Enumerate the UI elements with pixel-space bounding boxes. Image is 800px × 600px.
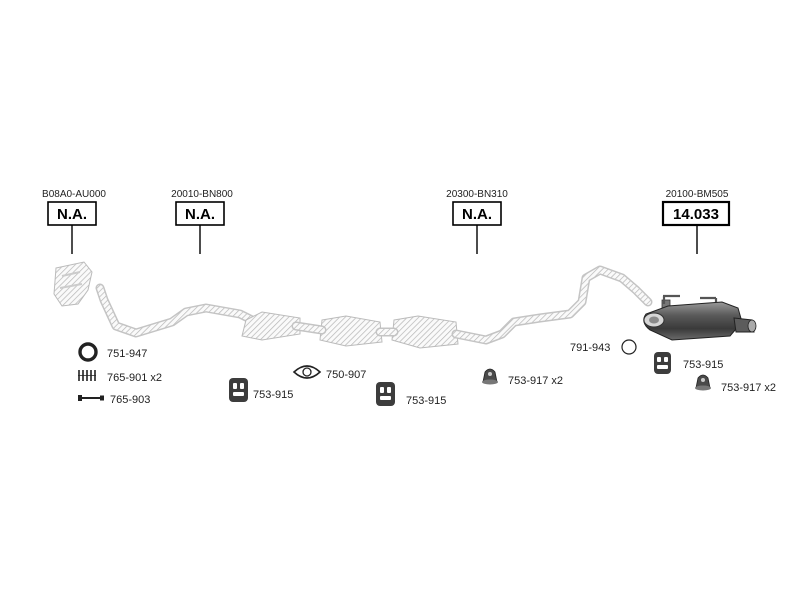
part-label: 753-917 x2 (508, 375, 563, 387)
part-rubber-mount-a[interactable]: 753-917 x2 (482, 368, 563, 387)
callout-value: N.A. (185, 206, 215, 223)
part-label: 765-901 x2 (107, 372, 162, 384)
part-label: 753-917 x2 (721, 382, 776, 394)
hanger-icon (376, 382, 395, 406)
part-label: 751-947 (107, 348, 147, 360)
rubber-mount-icon (482, 368, 498, 385)
part-hanger-a[interactable]: 753-915 (229, 378, 293, 402)
part-label: 750-907 (326, 369, 366, 381)
callout-value: 14.033 (673, 206, 719, 223)
exhaust-pipe-line (53, 261, 653, 349)
callout-catalytic-pipe[interactable]: 20010-BN800 N.A. (171, 189, 233, 254)
callout-center-pipe[interactable]: 20300-BN310 N.A. (446, 189, 508, 254)
callout-code: 20300-BN310 (446, 189, 508, 200)
part-label: 753-915 (683, 359, 723, 371)
callout-value: N.A. (462, 206, 492, 223)
part-gasket-ring[interactable]: 751-947 (78, 342, 147, 362)
callout-code: 20100-BM505 (666, 189, 729, 200)
part-spring[interactable]: 765-901 x2 (78, 370, 162, 384)
part-label: 791-943 (570, 342, 610, 354)
callout-code: 20010-BN800 (171, 189, 233, 200)
rubber-mount-icon (695, 374, 711, 391)
callout-value: N.A. (57, 206, 87, 223)
part-label: 753-915 (406, 395, 446, 407)
part-label: 765-903 (110, 394, 150, 406)
gasket-ring-icon (78, 342, 98, 362)
callout-front-pipe[interactable]: B08A0-AU000 N.A. (42, 189, 106, 254)
part-hanger-c[interactable]: 753-915 (654, 352, 723, 374)
part-flange-gasket[interactable]: 750-907 (292, 365, 366, 381)
spring-icon (78, 370, 96, 381)
flange-gasket-icon (292, 365, 322, 379)
callout-rear-muffler[interactable]: 20100-BM505 14.033 (661, 189, 731, 254)
bolt-icon (78, 395, 104, 401)
rear-muffler[interactable] (643, 294, 757, 341)
part-ring[interactable]: 791-943 (570, 339, 637, 355)
part-rubber-mount-b[interactable]: 753-917 x2 (695, 374, 776, 394)
callout-box (661, 200, 731, 227)
part-label: 753-915 (253, 389, 293, 401)
part-bolt[interactable]: 765-903 (78, 394, 150, 406)
callout-code: B08A0-AU000 (42, 189, 106, 200)
hanger-icon (229, 378, 248, 402)
hanger-icon (654, 352, 671, 374)
ring-icon (621, 339, 637, 355)
part-hanger-b[interactable]: 753-915 (376, 382, 446, 407)
